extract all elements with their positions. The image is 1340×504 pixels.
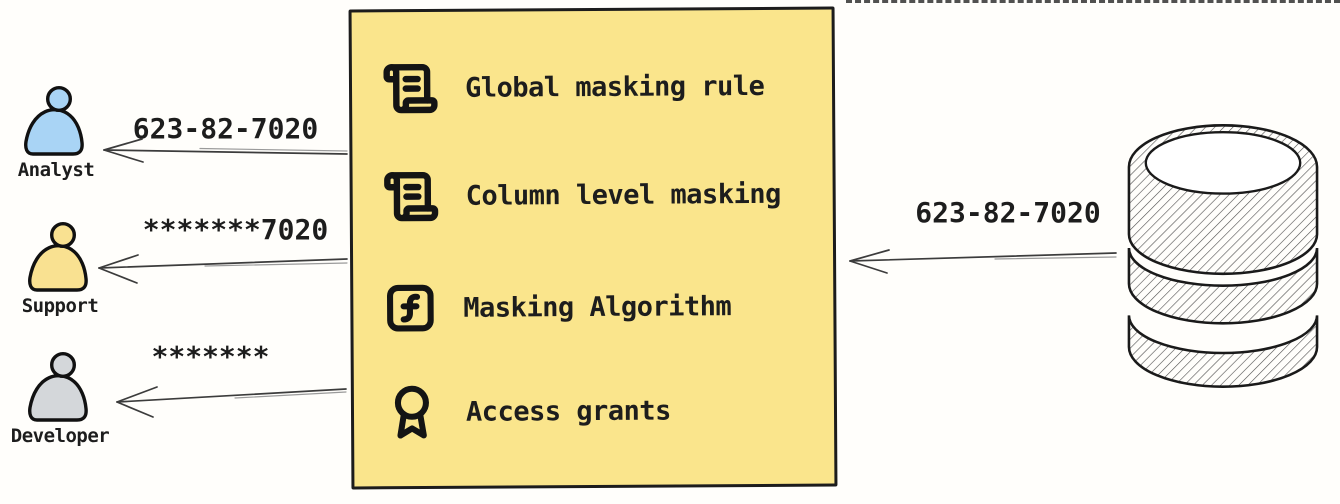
arrow-db-to-box [849, 249, 1117, 274]
persona-label: Analyst [17, 159, 95, 181]
masking-item-column-level: Column level masking [382, 164, 816, 227]
persona-label: Developer [10, 425, 110, 447]
masking-rules-box: Global masking rule Column level masking… [348, 6, 838, 490]
persona-support: Support [4, 222, 116, 317]
dashed-boundary-line [846, 0, 1340, 3]
person-body [24, 108, 84, 156]
person-body [28, 374, 88, 422]
flow-label-developer: ******* [151, 340, 270, 373]
db-band-middle [1127, 248, 1319, 325]
flow-label-database: 623-82-7020 [915, 196, 1101, 229]
person-icon [24, 86, 84, 156]
arrow-to-support [98, 254, 348, 284]
person-head [50, 222, 76, 248]
masking-item-global-rule: Global masking rule [382, 56, 816, 119]
database-icon [1124, 116, 1322, 396]
arrow-to-developer [116, 386, 347, 418]
db-band-bottom [1127, 315, 1319, 388]
award-icon [394, 385, 429, 439]
masking-item-algorithm: Masking Algorithm [383, 276, 817, 339]
flow-label-support: *******7020 [142, 213, 329, 246]
person-icon [28, 352, 88, 422]
person-head [46, 86, 72, 112]
person-head [50, 352, 76, 378]
persona-label: Support [21, 295, 99, 317]
function-square-icon [387, 284, 434, 332]
person-icon [28, 222, 88, 292]
person-body [28, 244, 88, 292]
masking-item-label: Global masking rule [464, 70, 765, 104]
db-top-opening [1144, 131, 1302, 195]
database-cylinder [1127, 124, 1319, 388]
masking-item-label: Masking Algorithm [463, 290, 732, 324]
persona-analyst: Analyst [0, 86, 112, 181]
flow-label-analyst: 623-82-7020 [132, 112, 319, 145]
masking-item-access-grants: Access grants [384, 380, 818, 443]
scroll-text-icon [383, 63, 438, 113]
scroll-text-icon [384, 171, 439, 221]
persona-developer: Developer [4, 352, 116, 447]
masking-item-label: Access grants [465, 395, 671, 428]
masking-item-label: Column level masking [465, 178, 781, 212]
